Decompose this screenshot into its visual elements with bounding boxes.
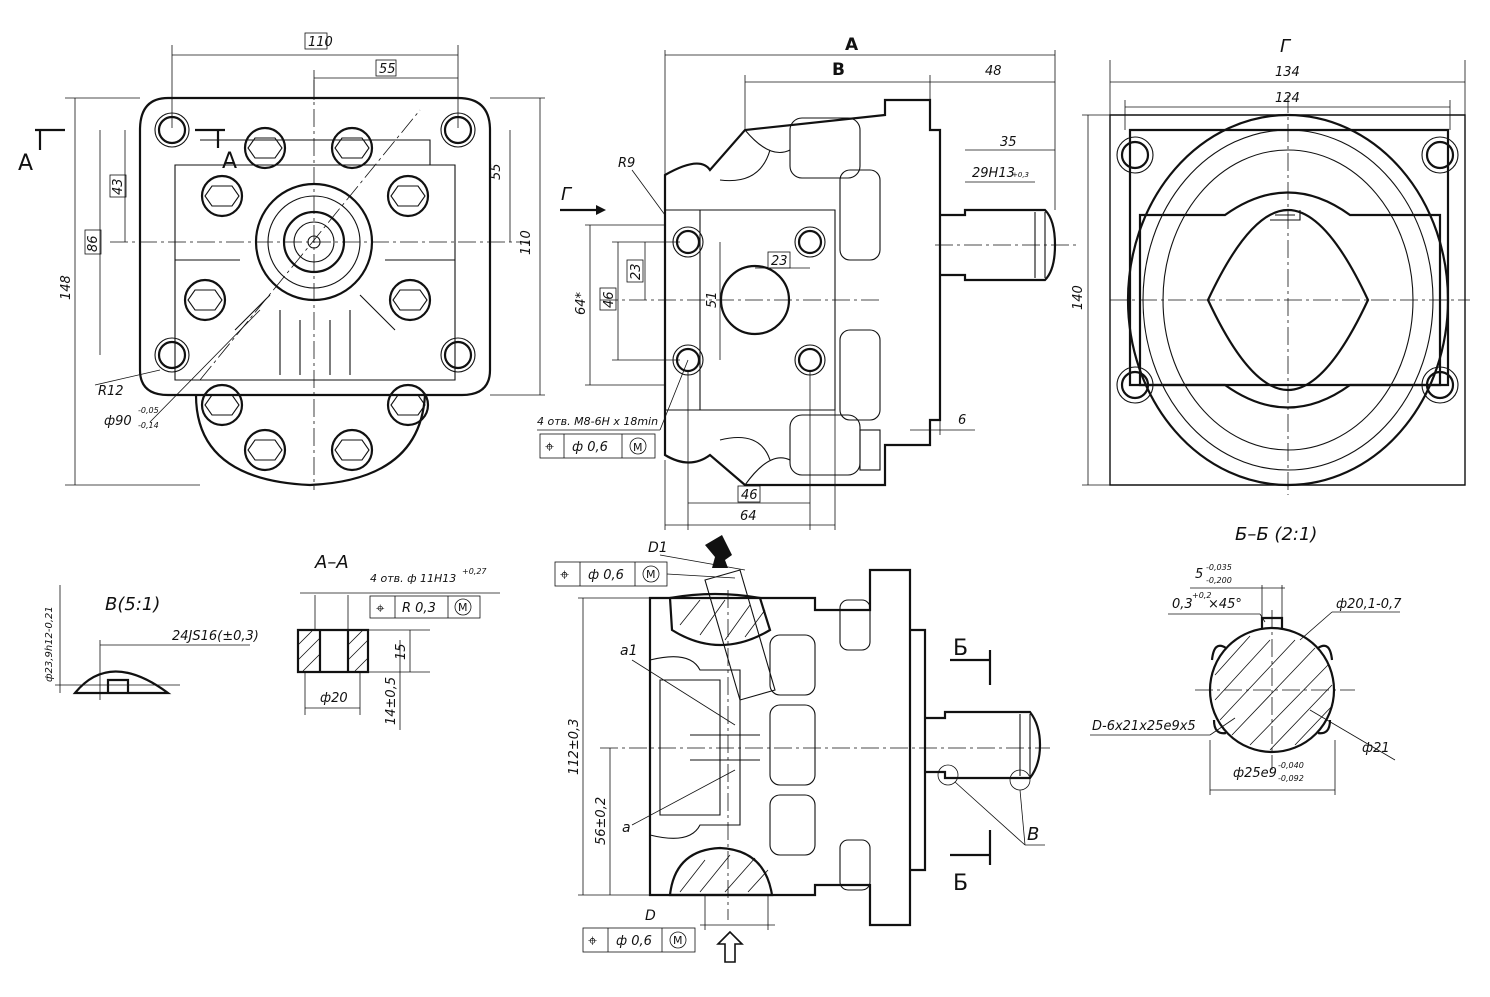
- bottom-tol-symbol-bottom: ⌖: [588, 931, 597, 950]
- dim-dia90: ф90: [104, 414, 132, 429]
- section-aa-holes: 4 отв. ф 11H13: [370, 572, 456, 585]
- dim-29h13: 29H13: [972, 166, 1015, 181]
- section-bb-chamfer-tol: +0,2: [1192, 591, 1211, 600]
- detail-b-title: B(5:1): [105, 594, 160, 615]
- dim-35: 35: [1000, 135, 1017, 150]
- label-d1: D1: [648, 540, 668, 556]
- section-bb-title: Б–Б (2:1): [1235, 524, 1317, 545]
- section-aa-dim-15: 15: [394, 643, 409, 660]
- dim-55-top: 55: [379, 62, 396, 77]
- tol-value-side: ф 0,6: [572, 440, 608, 455]
- dim-64-bottom: 64: [740, 509, 757, 524]
- section-aa: A–A 4 отв. ф 11H13 +0,27 ⌖ R 0,3 M 15 ф2…: [296, 552, 500, 730]
- detail-b-js: 24JS16(±0,3): [172, 629, 259, 644]
- section-aa-dim-20: ф20: [320, 691, 348, 706]
- section-mark-a-right: A: [222, 149, 237, 174]
- section-bb-chamfer-tail: ×45°: [1208, 597, 1242, 612]
- section-bb-dia20: ф20,1-0,7: [1336, 597, 1402, 612]
- section-mark-b-bottom: Б: [953, 871, 968, 896]
- dim-55-right: 55: [489, 163, 504, 180]
- tol-modifier-side: M: [633, 441, 643, 454]
- section-mark-a-left: A: [18, 151, 33, 176]
- dim-dia90-lower: -0,14: [138, 421, 159, 430]
- dim-46-left: 46: [602, 291, 617, 308]
- section-aa-tol-symbol: ⌖: [376, 599, 385, 617]
- front-view: 110 55 148 86 43 55 110 A A R12 ф90 -0,0…: [18, 32, 545, 490]
- section-bb-dia25-lower: -0,092: [1278, 774, 1304, 783]
- bottom-tol-value-top: ф 0,6: [588, 568, 624, 583]
- dim-110-top: 110: [308, 35, 333, 50]
- section-bb: Б–Б (2:1) 5 -0,035 -0,200 0,3 +0,2 ×45° …: [1090, 524, 1402, 795]
- dim-43: 43: [111, 178, 126, 195]
- section-bb-key-upper: -0,035: [1206, 563, 1232, 572]
- right-view: Г 134 124 140: [1071, 36, 1470, 495]
- dim-r12: R12: [98, 384, 124, 399]
- dim-label-a: A: [845, 35, 859, 55]
- bottom-section-view: ⌖ ф 0,6 M D1 a1 a 112±0,3 56±0,2 D ⌖ ф 0…: [554, 535, 1050, 963]
- section-bb-dia25-upper: -0,040: [1278, 761, 1304, 770]
- section-aa-tol-value: R 0,3: [402, 601, 436, 616]
- section-bb-key-lower: -0,200: [1206, 576, 1232, 585]
- detail-b: B(5:1) ф23,9h12-0,21 24JS16(±0,3): [44, 585, 259, 700]
- section-bb-key: 5: [1195, 567, 1203, 582]
- label-a: a: [622, 820, 631, 836]
- bottom-tol-modifier-bottom: M: [673, 934, 683, 947]
- dim-dia90-upper: -0,05: [138, 406, 159, 415]
- dim-110-right: 110: [519, 230, 534, 255]
- dim-148: 148: [59, 275, 74, 300]
- bottom-tol-symbol-top: ⌖: [560, 565, 569, 584]
- dim-29h13-tol: +0,3: [1012, 171, 1029, 179]
- section-aa-tol-modifier: M: [458, 601, 468, 614]
- section-bb-spline: D-6x21x25e9x5: [1092, 719, 1196, 734]
- thread-note: 4 отв. M8-6H x 18min: [537, 415, 658, 428]
- dim-51: 51: [705, 291, 720, 308]
- dim-r9: R9: [618, 156, 635, 171]
- dim-46-bottom: 46: [741, 488, 758, 503]
- dim-56: 56±0,2: [594, 797, 609, 845]
- view-label-g: Г: [1280, 36, 1292, 57]
- dim-86: 86: [86, 235, 101, 252]
- section-bb-chamfer: 0,3: [1172, 597, 1193, 612]
- section-bb-dia25: ф25e9: [1233, 766, 1277, 781]
- dim-124: 124: [1275, 91, 1300, 106]
- dim-134: 134: [1275, 65, 1300, 80]
- side-view: A B 48 35 29H13 +0,3 R9 Г 64* 46 23 51: [537, 35, 1080, 530]
- view-arrow-g: Г: [561, 184, 573, 205]
- bottom-tol-value-bottom: ф 0,6: [616, 934, 652, 949]
- label-d: D: [645, 908, 656, 924]
- dim-6: 6: [958, 413, 966, 428]
- dim-140: 140: [1071, 285, 1086, 310]
- section-mark-b-top: Б: [953, 636, 968, 661]
- dim-64-star: 64*: [574, 291, 589, 315]
- section-aa-holes-tol: +0,27: [462, 567, 487, 576]
- section-aa-dim-14: 14±0,5: [384, 677, 399, 725]
- label-a1: a1: [620, 643, 638, 659]
- dim-23-left: 23: [629, 263, 644, 280]
- dim-23-center: 23: [771, 254, 788, 269]
- section-aa-title: A–A: [314, 552, 349, 573]
- dim-112: 112±0,3: [567, 719, 582, 775]
- dim-label-b: B: [832, 60, 845, 80]
- dim-48: 48: [985, 64, 1002, 79]
- detail-b-dia: ф23,9h12-0,21: [44, 606, 55, 682]
- bottom-tol-modifier-top: M: [646, 568, 656, 581]
- label-b-callout: B: [1027, 824, 1039, 845]
- tol-symbol-side: ⌖: [545, 437, 554, 456]
